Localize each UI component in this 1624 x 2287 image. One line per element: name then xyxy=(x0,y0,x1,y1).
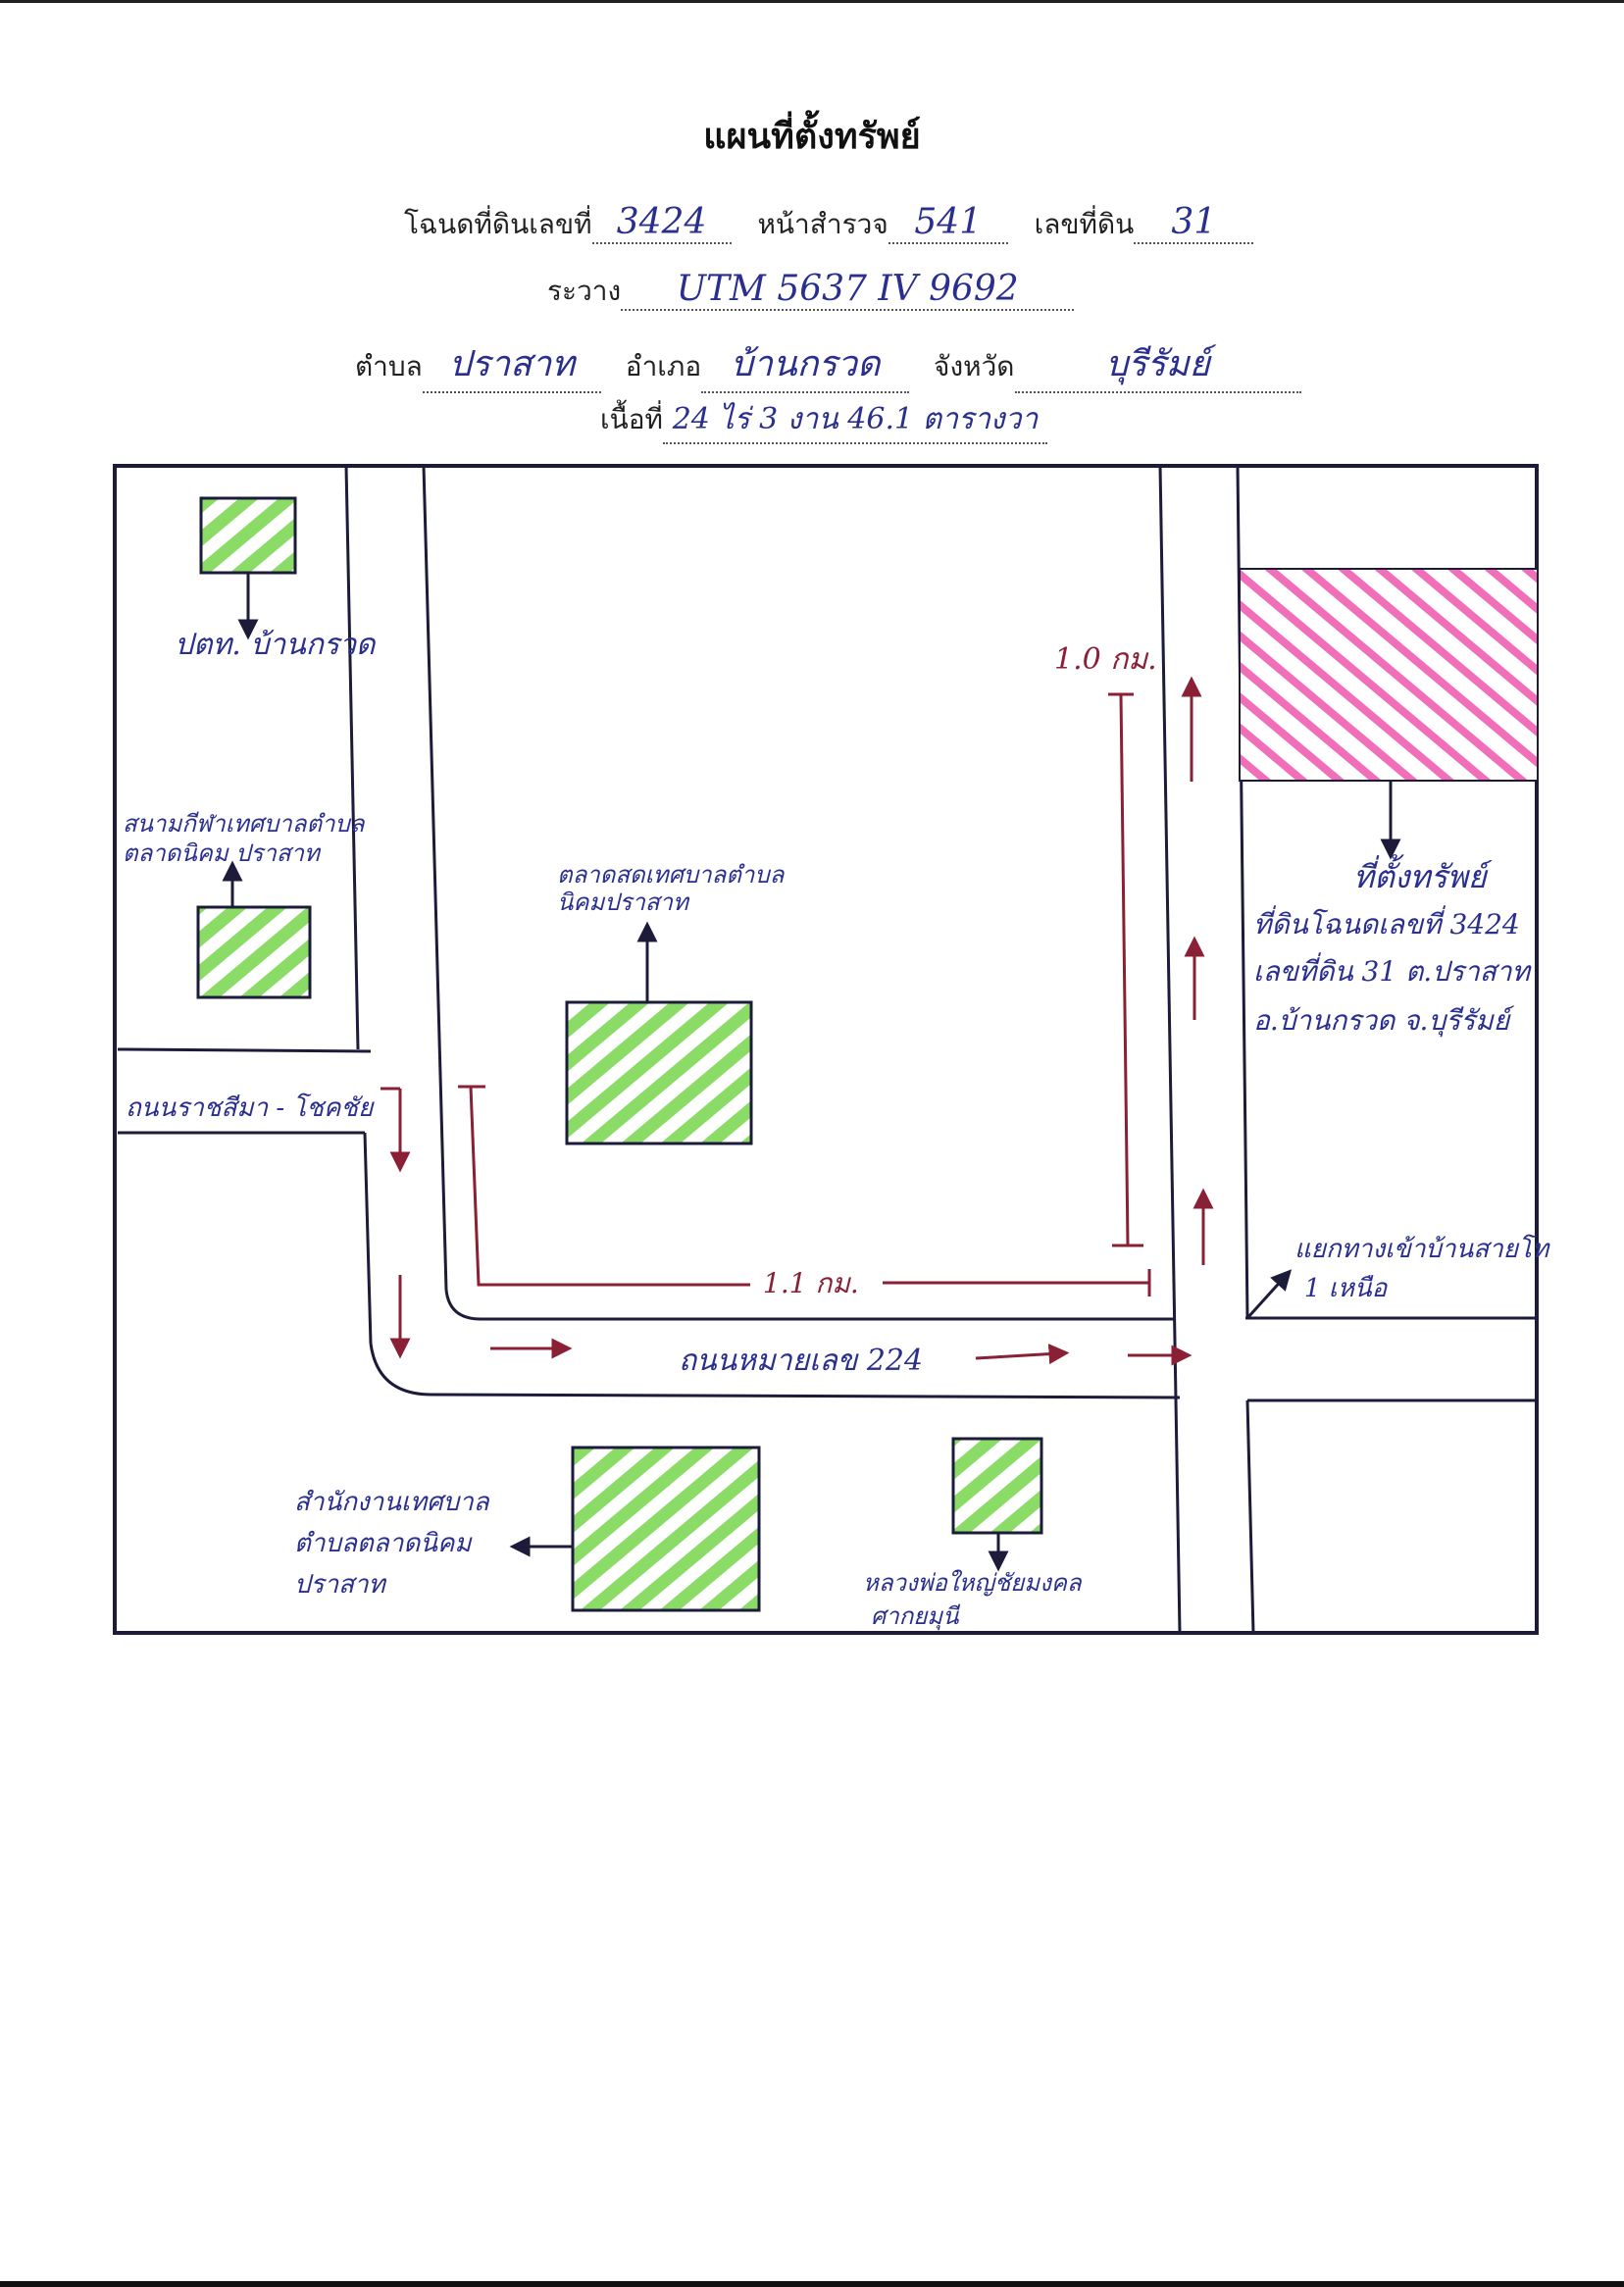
area-row: เนื้อที่24 ไร่ 3 งาน 46.1 ตารางวา xyxy=(600,396,1047,444)
property-label-line-1: ที่ตั้งทรัพย์ xyxy=(1353,854,1493,895)
main-road-label: ถนนหมายเลข 224 xyxy=(679,1344,923,1378)
horizontal-distance-label: 1.1 กม. xyxy=(763,1267,859,1299)
tambon-office-label: ปตท. บ้านกรวด xyxy=(175,628,377,662)
main-road-edge-top xyxy=(444,1289,1175,1321)
location-row: ตำบลปราสาท อำเภอบ้านกรวด จังหวัดบุรีรัมย… xyxy=(355,335,1301,393)
junction-label-line-2: 1 เหนือ xyxy=(1304,1274,1389,1303)
vertical-distance-line xyxy=(1119,693,1130,1246)
tambon-office-block xyxy=(199,496,297,575)
shrine-label-line-2: ศากยมุนี xyxy=(871,1602,960,1631)
left-road-edge-3 xyxy=(363,1132,373,1345)
shrine-block xyxy=(951,1437,1043,1535)
property-label-line-3: เลขที่ดิน 31 ต.ปราสาท xyxy=(1253,952,1533,988)
deed-number: 3424 xyxy=(591,202,732,244)
area-value: 24 ไร่ 3 งาน 46.1 ตารางวา xyxy=(662,396,1047,444)
junction-label-line-1: แยกทางเข้าบ้านสายโท xyxy=(1294,1234,1550,1264)
land-number: 31 xyxy=(1134,202,1254,244)
junction-pointer xyxy=(1245,1269,1293,1320)
province-value: บุรีรัมย์ xyxy=(1014,335,1301,393)
grid-value: UTM 5637 IV 9692 xyxy=(621,269,1075,311)
municipal-office-label-line-2: ตำบลตลาดนิคม xyxy=(294,1529,473,1558)
left-road-label: ถนนราชสีมา - โชคชัย xyxy=(126,1093,375,1123)
main-road-edge-bottom xyxy=(369,1343,1181,1399)
map-frame xyxy=(113,464,1539,1635)
property-label-line-4: อ.บ้านกรวด จ.บุรีรัมย์ xyxy=(1253,1004,1515,1038)
municipal-office-block xyxy=(571,1446,761,1612)
right-road-edge-3 xyxy=(1245,1399,1255,1634)
shrine-label-line-1: หลวงพ่อใหญ่ชัยมงคล xyxy=(863,1569,1083,1597)
stadium-label-line-1: สนามกีฬาเทศบาลตำบล xyxy=(123,810,366,838)
district-label: อำเภอ xyxy=(625,350,702,382)
grid-label: ระวาง xyxy=(547,275,622,307)
deed-label: โฉนดที่ดินเลขที่ xyxy=(404,208,592,240)
district-value: บ้านกรวด xyxy=(701,335,910,393)
left-road-edge-2 xyxy=(422,465,448,1291)
land-no-label: เลขที่ดิน xyxy=(1034,208,1135,240)
subdistrict-value: ปราสาท xyxy=(422,335,601,393)
stadium-block xyxy=(196,905,312,999)
municipal-office-label-line-1: สำนักงานเทศบาล xyxy=(294,1488,490,1517)
side-road-top xyxy=(117,1047,372,1053)
property-label-line-2: ที่ดินโฉนดเลขที่ 3424 xyxy=(1253,905,1520,940)
survey-page-number: 541 xyxy=(888,202,1008,244)
vertical-distance-label: 1.0 กม. xyxy=(1054,642,1157,677)
subdistrict-label: ตำบล xyxy=(355,350,423,382)
right-road-edge-1 xyxy=(1158,465,1182,1634)
route-arrow-4 xyxy=(975,1344,1070,1365)
municipal-office-label-line-3: ปราสาท xyxy=(294,1570,387,1600)
property-block xyxy=(1239,568,1539,782)
market-label-line-2: นิคมปราสาท xyxy=(557,889,690,916)
survey-page-label: หน้าสำรวจ xyxy=(757,208,888,240)
left-road-edge-1 xyxy=(344,465,360,1050)
market-block xyxy=(565,1000,753,1145)
province-label: จังหวัด xyxy=(934,350,1015,382)
horizontal-distance-line xyxy=(469,1086,1149,1287)
page-title: แผนที่ตั้งทรัพย์ xyxy=(703,117,921,157)
market-label-line-1: ตลาดสดเทศบาลตำบล xyxy=(557,861,786,889)
stadium-label-line-2: ตลาดนิคม ปราสาท xyxy=(123,839,322,867)
area-label: เนื้อที่ xyxy=(600,403,663,435)
